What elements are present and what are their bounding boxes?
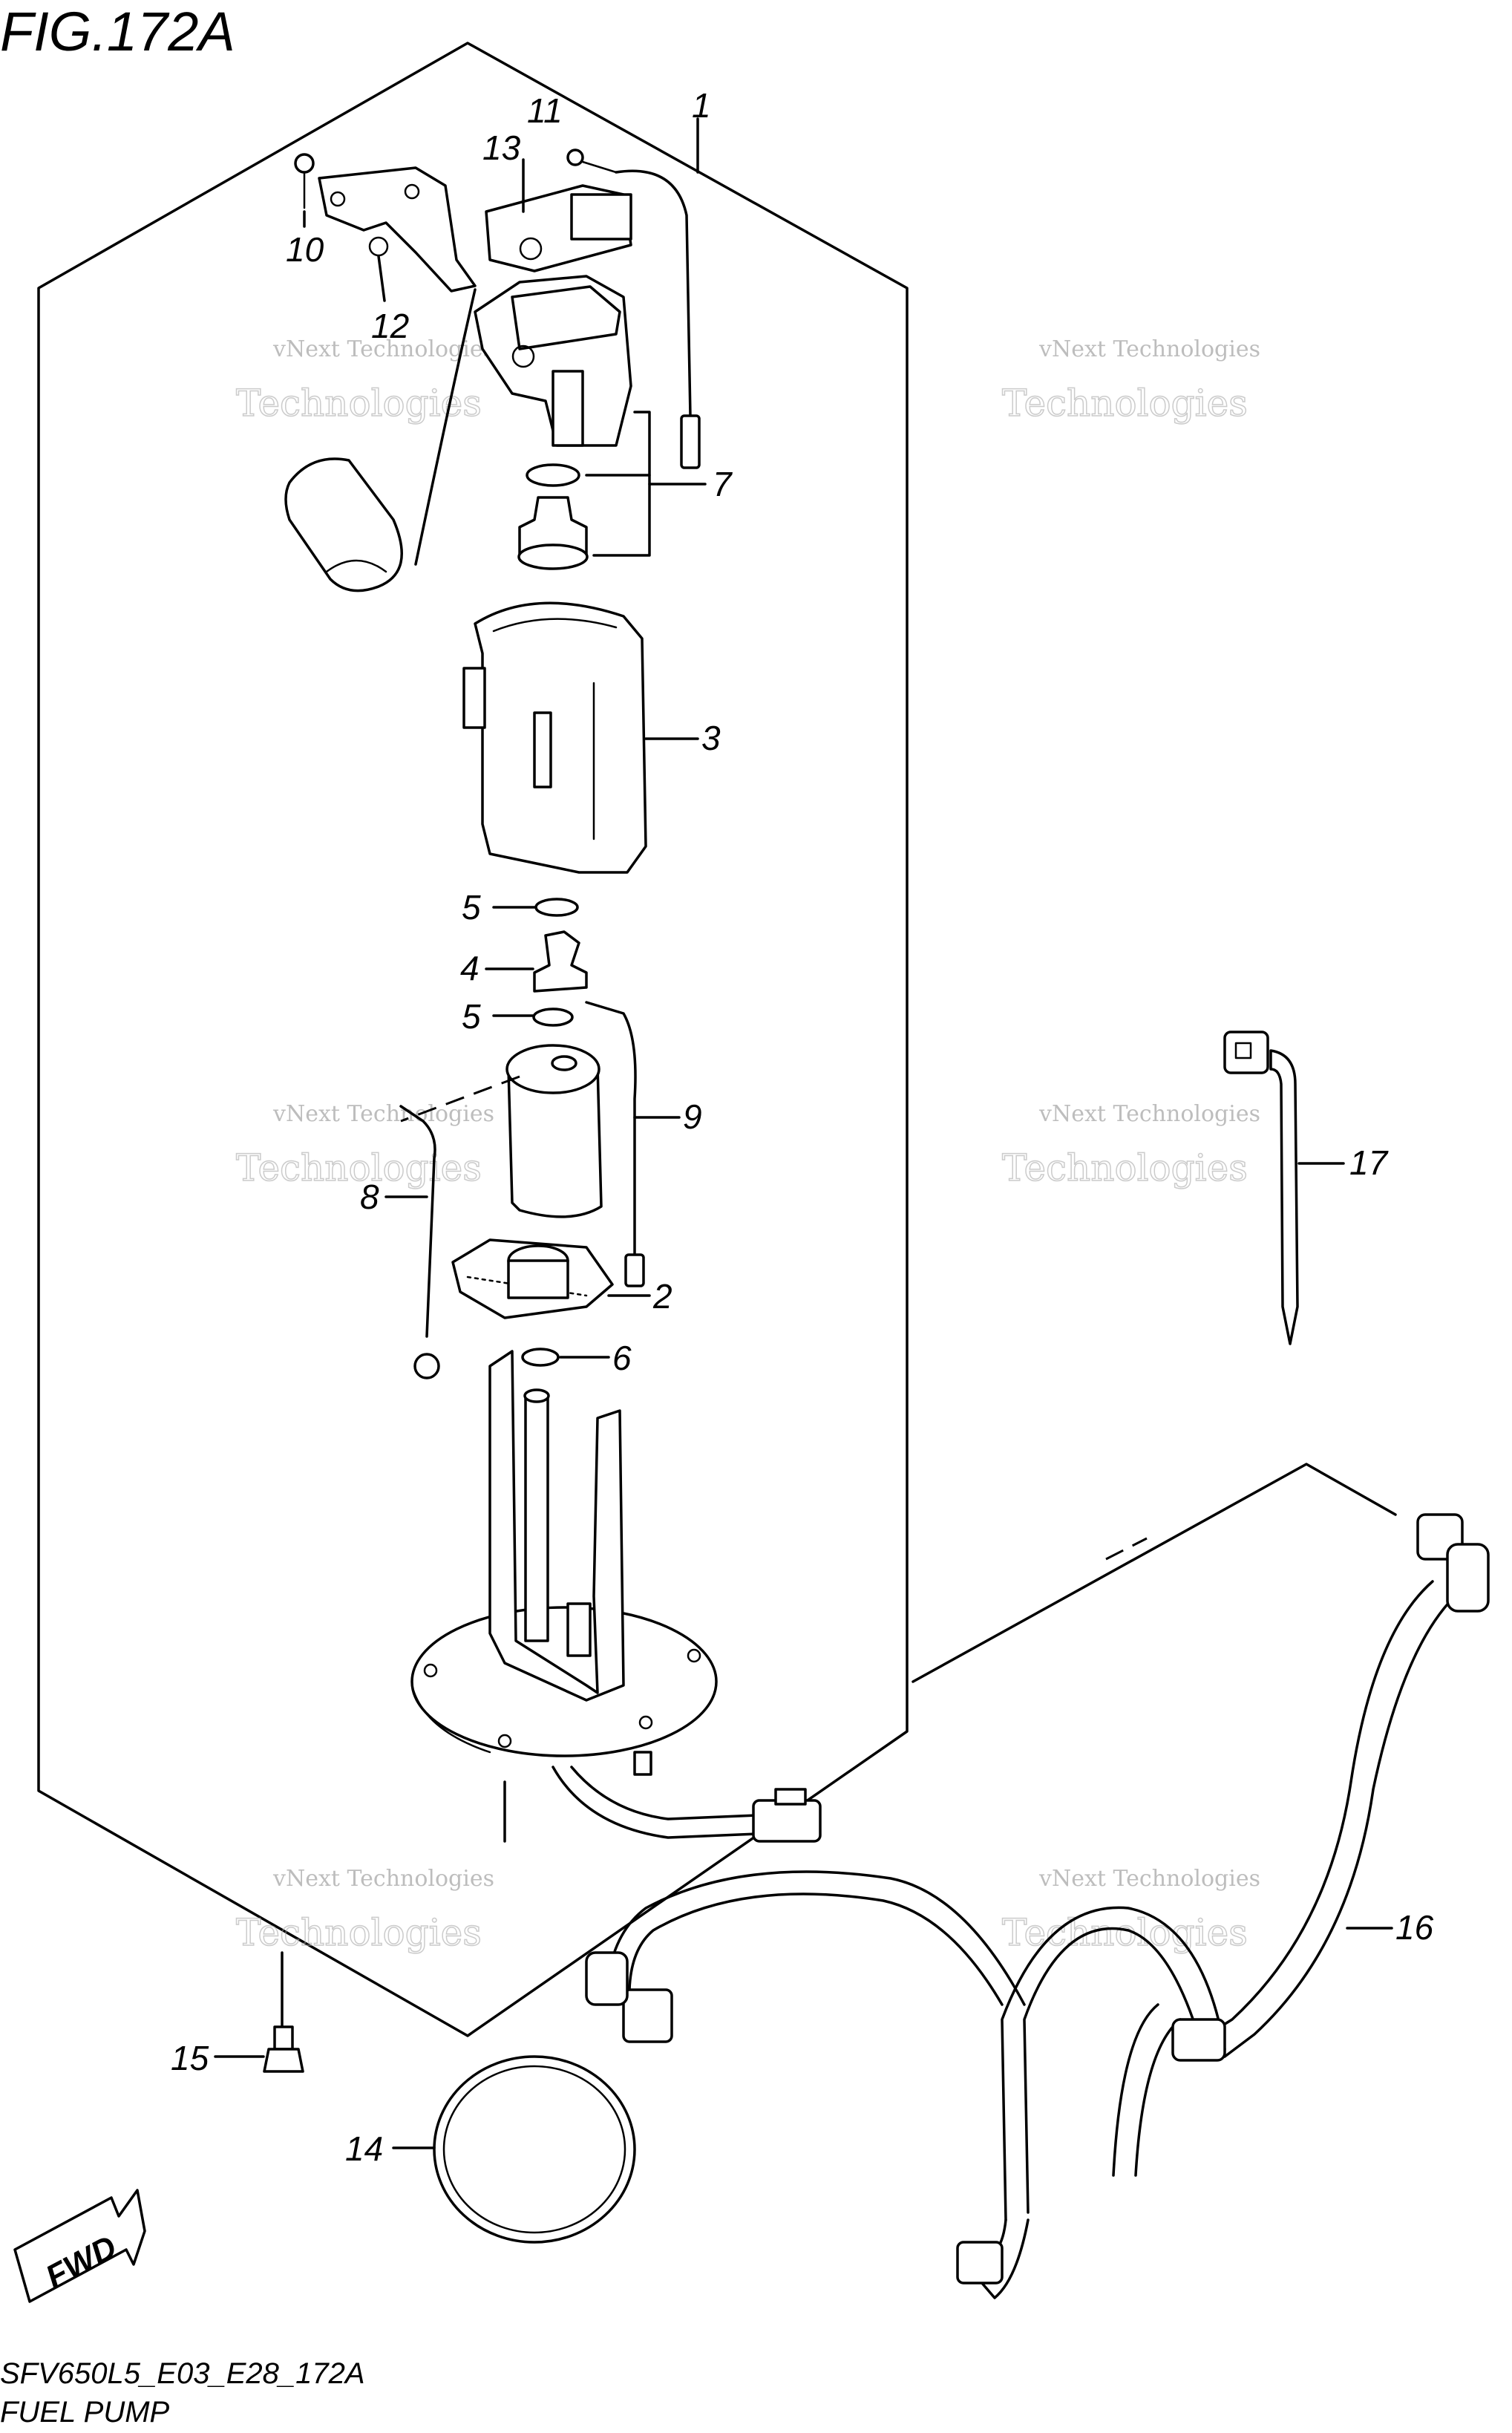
harness-connector — [752, 1788, 822, 1843]
part-6-o-ring — [521, 1348, 560, 1367]
callout-8: 8 — [360, 1178, 379, 1216]
pump-harness — [552, 1766, 759, 1839]
part-14-gasket — [433, 2055, 636, 2244]
callout-6: 6 — [612, 1339, 632, 1377]
watermark-outline: Technologies — [1002, 1911, 1248, 1954]
watermark-outline: Technologies — [236, 382, 482, 425]
figure-title: FIG.172A — [0, 1, 235, 62]
watermark-text: vNext Technologies — [1038, 1101, 1260, 1127]
ground-dashed-link — [400, 1075, 520, 1123]
callout-5-lower: 5 — [462, 997, 481, 1036]
part-10-screw — [294, 153, 315, 209]
callout-13: 13 — [482, 128, 521, 167]
part-12-bracket — [318, 166, 477, 293]
part-2-filter — [451, 1238, 614, 1319]
sensor-wire-terminal — [680, 414, 701, 469]
assembly-boundary — [37, 42, 909, 2037]
part-5-o-ring-upper — [534, 898, 579, 917]
watermark-outline: Technologies — [236, 1911, 482, 1954]
callout-14: 14 — [345, 2129, 383, 2168]
part-16-fuel-hose — [585, 1513, 1490, 2299]
callout-12: 12 — [371, 307, 409, 345]
watermark-outline: Technologies — [1002, 382, 1248, 425]
watermark-group: vNext Technologies Technologies vNext Te… — [235, 336, 1260, 1955]
callout-1: 1 — [692, 86, 711, 125]
pump-flange-plate — [410, 1350, 718, 1776]
hose-boundary-leader — [912, 1463, 1397, 1683]
part-8-ground-wire — [399, 1105, 436, 1338]
callout-9: 9 — [683, 1097, 702, 1136]
watermark-text: vNext Technologies — [272, 1866, 494, 1892]
watermark-text: vNext Technologies — [272, 1101, 494, 1127]
callout-2: 2 — [652, 1277, 672, 1316]
callout-11: 11 — [527, 91, 563, 130]
part-11-screw — [566, 148, 618, 174]
watermark-outline: Technologies — [236, 1146, 482, 1189]
callout-10: 10 — [286, 230, 324, 269]
figure-name: FUEL PUMP — [0, 2396, 170, 2429]
callout-7: 7 — [713, 465, 733, 503]
pump-top-housing — [474, 275, 632, 447]
watermark-text: vNext Technologies — [1038, 336, 1260, 362]
watermark-text: vNext Technologies — [272, 336, 494, 362]
part-4-fitting — [533, 930, 588, 993]
callout-15: 15 — [171, 2039, 209, 2077]
watermark-text: vNext Technologies — [1038, 1866, 1260, 1892]
callout-5: 5 — [462, 888, 481, 927]
part-9-wire — [585, 1001, 637, 1264]
part-5-o-ring-lower — [532, 1008, 574, 1027]
part-3-pump-case — [462, 601, 647, 874]
float — [284, 457, 403, 592]
pump-motor — [505, 1044, 603, 1218]
part-15-bolt — [263, 2025, 304, 2073]
part-13-level-sensor — [485, 184, 632, 272]
watermark-outline: Technologies — [1002, 1146, 1248, 1189]
fwd-direction-badge: FWD — [13, 2189, 146, 2303]
figure-code: SFV650L5_E03_E28_172A — [0, 2357, 365, 2390]
part-17-cable-tie — [1223, 1031, 1299, 1345]
callout-4: 4 — [460, 949, 480, 987]
sensor-wire — [615, 169, 692, 417]
callout-16: 16 — [1395, 1908, 1434, 1947]
part-7-pressure-regulator — [517, 463, 589, 570]
callout-3: 3 — [701, 719, 721, 757]
callout-17: 17 — [1349, 1143, 1389, 1182]
float-arm — [414, 288, 477, 566]
